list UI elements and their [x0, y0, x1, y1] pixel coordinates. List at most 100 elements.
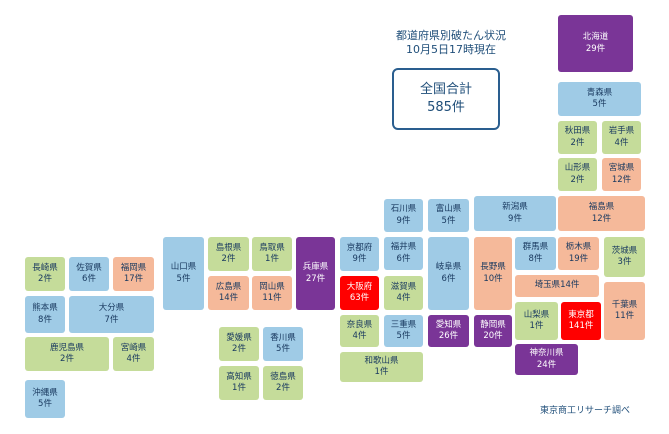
pref-name: 徳島県 [270, 371, 296, 382]
pref-name: 石川県 [390, 204, 417, 215]
pref-count: 4件 [126, 354, 141, 364]
pref-name: 山口県 [170, 262, 197, 273]
title-line-1: 都道府県別破たん状況 [396, 29, 506, 42]
pref-tile-osaka: 大阪府 63件 [340, 276, 379, 310]
pref-name: 鳥取県 [259, 242, 285, 253]
pref-tile-okayama: 岡山県 11件 [252, 276, 292, 310]
pref-name: 福島県 [588, 202, 615, 213]
pref-name: 岩手県 [608, 126, 635, 137]
pref-name: 新潟県 [502, 202, 528, 213]
pref-tile-shiga: 滋賀県 4件 [384, 276, 423, 310]
pref-count: 2件 [276, 383, 290, 393]
pref-count: 9件 [396, 215, 411, 226]
pref-count: 12件 [611, 174, 632, 185]
pref-tile-mie: 三重県 5件 [384, 315, 423, 347]
pref-count: 2件 [60, 354, 74, 364]
pref-count: 8件 [528, 253, 543, 264]
pref-count: 5件 [176, 273, 191, 284]
pref-tile-toyama: 富山県 5件 [428, 199, 469, 232]
pref-count: 1件 [529, 321, 544, 331]
pref-name: 奈良県 [346, 319, 373, 330]
pref-count: 8件 [38, 314, 52, 325]
pref-name: 千葉県 [611, 299, 638, 310]
pref-count: 5件 [441, 215, 456, 226]
pref-tile-fukui: 福井県 6件 [384, 237, 423, 270]
pref-tile-yamanashi: 山梨県 1件 [515, 302, 558, 340]
pref-count-inline: 14件 [560, 280, 580, 291]
pref-count: 2件 [38, 274, 52, 284]
pref-name: 長崎県 [32, 262, 58, 273]
pref-tile-fukushima: 福島県 12件 [558, 196, 645, 231]
pref-count: 5件 [38, 399, 52, 409]
pref-name: 熊本県 [32, 303, 58, 314]
pref-name: 和歌山県 [364, 355, 399, 366]
pref-tile-yamagata: 山形県 2件 [558, 158, 597, 191]
pref-count: 63件 [349, 293, 370, 303]
pref-tile-miyagi: 宮城県 12件 [602, 158, 641, 191]
pref-tile-hyogo: 兵庫県 27件 [296, 237, 335, 310]
pref-name: 長野県 [480, 262, 506, 273]
pref-name: 大阪府 [346, 281, 373, 292]
title-line-2: 10月5日17時現在 [406, 43, 496, 56]
pref-name: 鹿児島県 [49, 342, 84, 353]
pref-tile-akita: 秋田県 2件 [558, 121, 597, 154]
pref-tile-ehime: 愛媛県 2件 [219, 327, 259, 361]
pref-tile-okinawa: 沖縄県 5件 [25, 380, 65, 418]
pref-count: 9件 [508, 213, 522, 224]
pref-name: 滋賀県 [390, 281, 417, 292]
pref-tile-tochigi: 栃木県 19件 [558, 237, 599, 270]
pref-name: 岡山県 [259, 281, 285, 292]
pref-name: 兵庫県 [302, 262, 329, 273]
pref-name: 秋田県 [564, 126, 591, 137]
pref-name: 福岡県 [120, 262, 147, 273]
pref-tile-kyoto: 京都府 9件 [340, 237, 379, 271]
pref-name: 大分県 [98, 303, 125, 314]
pref-tile-saitama: 埼玉県14件 [515, 275, 599, 297]
pref-tile-niigata: 新潟県 9件 [474, 196, 556, 231]
pref-count: 141件 [568, 321, 594, 331]
pref-tile-hokkaido: 北海道 29件 [558, 15, 633, 72]
pref-count: 11件 [614, 311, 635, 321]
pref-count: 4件 [614, 137, 629, 148]
pref-count: 5件 [592, 99, 607, 109]
pref-name: 宮城県 [608, 163, 635, 174]
pref-tile-gunma: 群馬県 8件 [515, 237, 556, 270]
pref-count: 10件 [483, 273, 503, 284]
pref-name: 宮崎県 [120, 342, 147, 353]
pref-count: 14件 [218, 293, 239, 303]
pref-tile-tokushima: 徳島県 2件 [263, 366, 303, 400]
pref-tile-wakayama: 和歌山県 1件 [340, 352, 423, 382]
map-title: 都道府県別破たん状況 10月5日17時現在 [356, 29, 546, 57]
pref-name: 広島県 [215, 281, 242, 292]
total-label: 全国合計 [419, 82, 472, 97]
pref-tile-kumamoto: 熊本県 8件 [25, 296, 65, 333]
pref-tile-gifu: 岐阜県 6件 [428, 237, 469, 310]
pref-count: 6件 [82, 274, 96, 284]
pref-count: 2件 [570, 174, 585, 185]
pref-count: 7件 [104, 314, 119, 325]
pref-name: 富山県 [435, 204, 462, 215]
pref-count: 6件 [396, 253, 411, 264]
pref-count: 12件 [591, 213, 612, 224]
pref-tile-chiba: 千葉県 11件 [604, 282, 645, 340]
pref-count: 2件 [221, 254, 236, 264]
pref-tile-tottori: 鳥取県 1件 [252, 237, 292, 271]
pref-tile-shimane: 島根県 2件 [208, 237, 249, 271]
national-total-box: 全国合計 585件 [392, 68, 500, 130]
pref-tile-shizuoka: 静岡県 20件 [474, 315, 512, 347]
pref-count: 24件 [536, 359, 557, 370]
pref-name: 山梨県 [523, 309, 550, 320]
pref-name: 埼玉県14件 [535, 280, 580, 291]
pref-name-text: 埼玉県 [534, 280, 561, 291]
pref-name: 愛知県 [435, 319, 462, 330]
pref-tile-aomori: 青森県 5件 [558, 82, 641, 116]
pref-name: 神奈川県 [529, 348, 564, 359]
pref-name: 福井県 [390, 242, 417, 253]
pref-name: 群馬県 [522, 242, 549, 253]
pref-tile-iwate: 岩手県 4件 [602, 121, 641, 154]
pref-name: 茨城県 [611, 245, 638, 256]
pref-name: 東京都 [568, 309, 594, 320]
pref-count: 1件 [265, 254, 279, 264]
source-credit: 東京商工リサーチ調べ [539, 406, 630, 416]
pref-name: 島根県 [215, 242, 242, 253]
